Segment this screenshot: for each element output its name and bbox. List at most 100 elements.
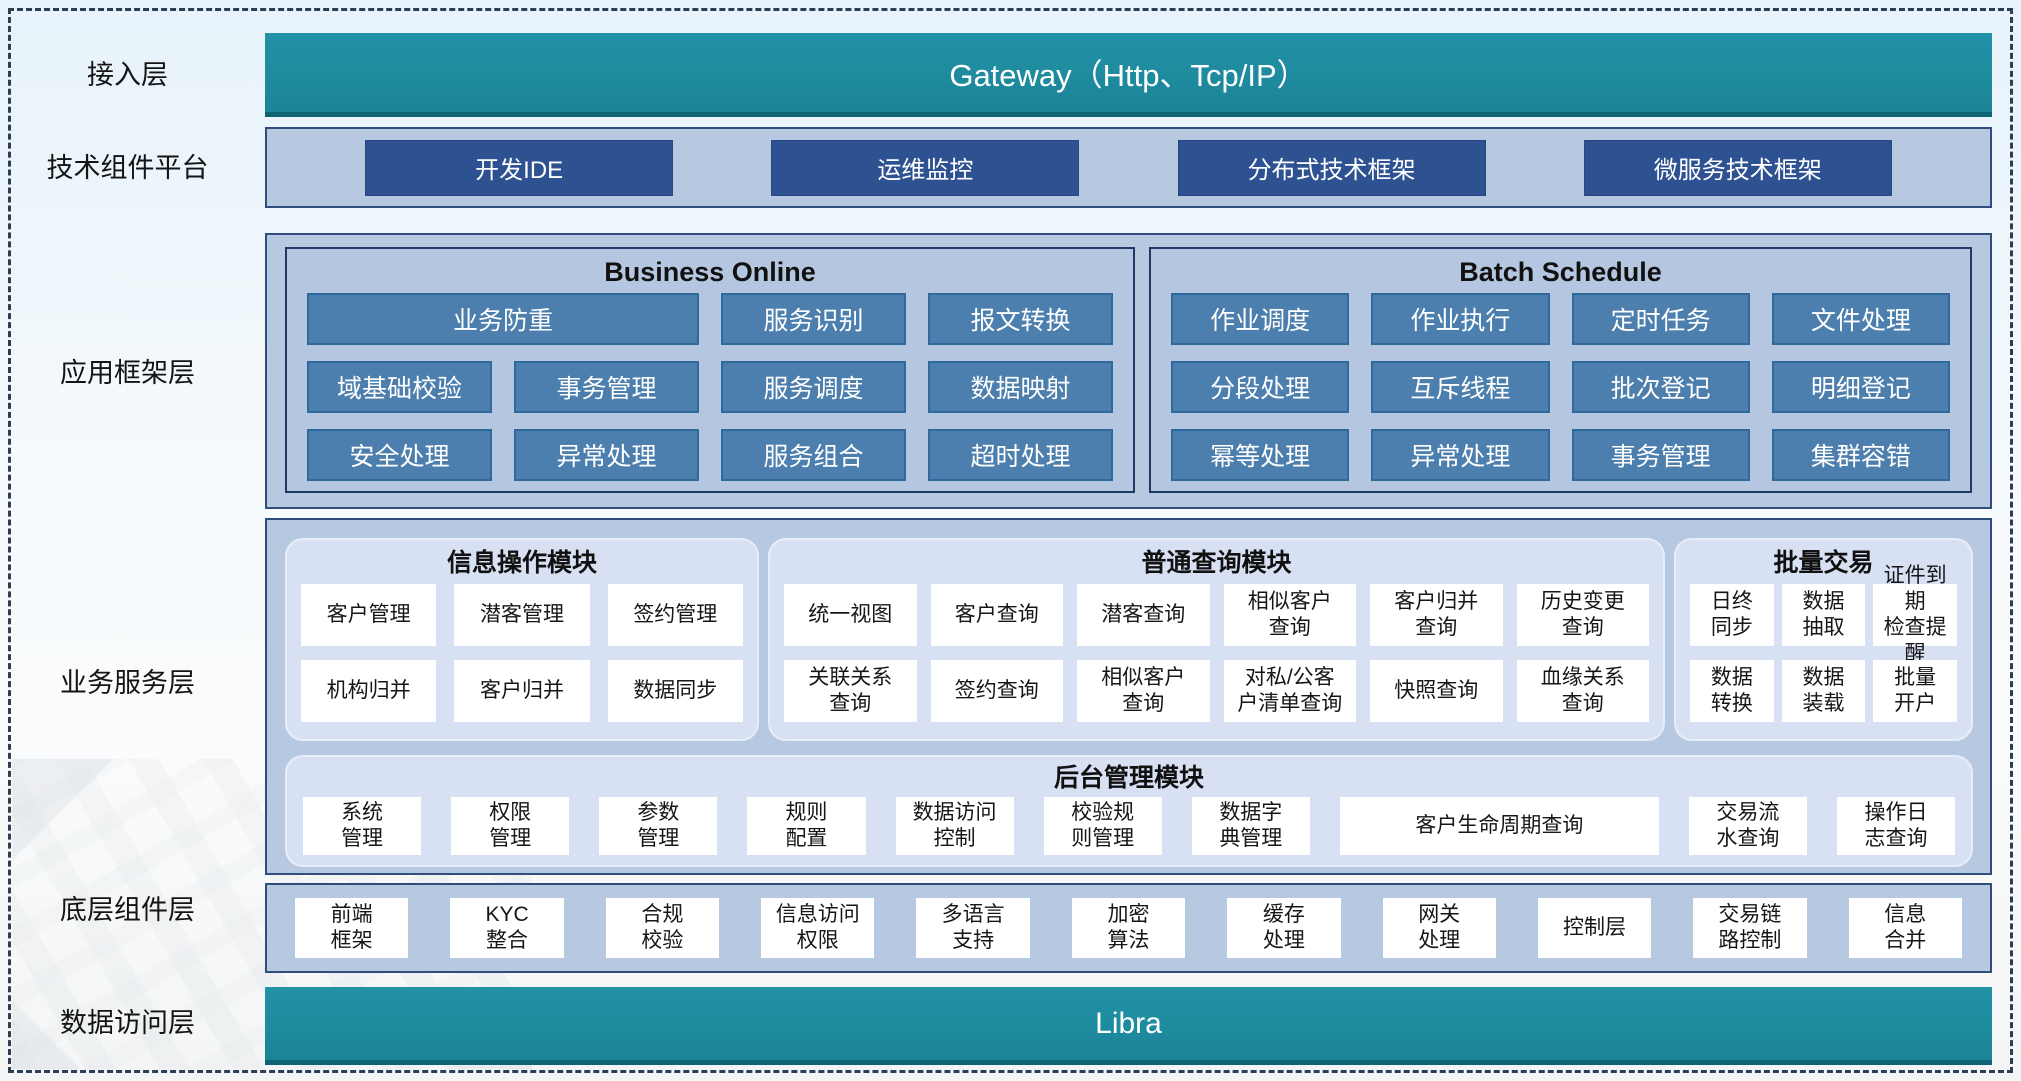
layer-label-access: 接入层: [87, 60, 168, 90]
admin-item-box: 交易流 水查询: [1688, 797, 1807, 855]
service-item-box: 机构归并: [301, 660, 437, 722]
service-module-row: 信息操作模块 客户管理潜客管理签约管理机构归并客户归并数据同步 普通查询模块 统…: [285, 538, 1973, 741]
framework-feature-box: 分段处理: [1171, 361, 1350, 413]
service-item-box: 潜客查询: [1077, 584, 1210, 646]
service-item-box: 快照查询: [1370, 660, 1503, 722]
service-item-box: 相似客户 查询: [1077, 660, 1210, 722]
base-component-box: KYC 整合: [450, 898, 564, 958]
app-framework-band: Business Online 业务防重服务识别报文转换域基础校验事务管理服务调…: [265, 233, 1992, 509]
framework-feature-box: 事务管理: [514, 361, 699, 413]
admin-item-box: 客户生命周期查询: [1339, 797, 1659, 855]
service-item-box: 潜客管理: [454, 584, 590, 646]
layer-label-business-service: 业务服务层: [60, 668, 195, 698]
admin-module-card: 后台管理模块 系统 管理权限 管理参数 管理规则 配置数据访问 控制校验规 则管…: [285, 755, 1973, 867]
info-operation-module-card: 信息操作模块 客户管理潜客管理签约管理机构归并客户归并数据同步: [285, 538, 759, 741]
framework-feature-box: 异常处理: [1371, 429, 1550, 481]
base-component-box: 交易链 路控制: [1693, 898, 1807, 958]
framework-feature-box: 定时任务: [1571, 293, 1750, 345]
framework-feature-box: 异常处理: [514, 429, 699, 481]
admin-item-box: 数据字 典管理: [1191, 797, 1310, 855]
framework-feature-box: 服务组合: [721, 429, 906, 481]
tech-component-box: 运维监控: [771, 139, 1080, 196]
service-item-box: 相似客户 查询: [1223, 584, 1356, 646]
framework-feature-box: 作业执行: [1371, 293, 1550, 345]
service-item-box: 统一视图: [784, 584, 917, 646]
framework-feature-box: 数据映射: [928, 361, 1113, 413]
business-service-band: 信息操作模块 客户管理潜客管理签约管理机构归并客户归并数据同步 普通查询模块 统…: [265, 518, 1992, 875]
tech-component-box: 开发IDE: [365, 139, 674, 196]
libra-title: Libra: [1095, 1006, 1162, 1040]
layer-label-base-components: 底层组件层: [60, 895, 195, 925]
admin-item-box: 参数 管理: [599, 797, 718, 855]
base-component-box: 信息访问 权限: [761, 898, 875, 958]
service-item-box: 数据 抽取: [1781, 584, 1866, 646]
base-component-box: 加密 算法: [1071, 898, 1186, 958]
service-item-box: 客户管理: [301, 584, 437, 646]
admin-item-box: 操作日 志查询: [1836, 797, 1956, 855]
service-item-box: 历史变更 查询: [1516, 584, 1649, 646]
framework-feature-box: 报文转换: [928, 293, 1113, 345]
base-component-box: 网关 处理: [1382, 898, 1496, 958]
framework-feature-box: 集群容错: [1771, 429, 1950, 481]
common-query-module-card: 普通查询模块 统一视图客户查询潜客查询相似客户 查询客户归并 查询历史变更 查询…: [768, 538, 1665, 741]
framework-feature-box: 业务防重: [307, 293, 699, 345]
service-item-box: 签约查询: [930, 660, 1063, 722]
framework-feature-box: 幂等处理: [1171, 429, 1350, 481]
base-component-box: 前端 框架: [295, 898, 409, 958]
info-operation-grid: 客户管理潜客管理签约管理机构归并客户归并数据同步: [301, 584, 743, 722]
batch-schedule-title: Batch Schedule: [1459, 257, 1662, 287]
service-item-box: 数据 装载: [1781, 660, 1866, 722]
batch-transaction-grid: 日终 同步数据 抽取证件到期 检查提醒数据 转换数据 装载批量 开户: [1690, 564, 1957, 722]
service-item-box: 证件到期 检查提醒: [1873, 564, 1957, 665]
tech-component-box: 微服务技术框架: [1583, 139, 1892, 196]
framework-feature-box: 事务管理: [1571, 429, 1750, 481]
admin-item-box: 规则 配置: [747, 797, 866, 855]
admin-module-title: 后台管理模块: [1053, 764, 1204, 792]
service-item-box: 对私/公客 户清单查询: [1223, 660, 1356, 722]
service-item-box: 客户归并 查询: [1370, 584, 1503, 646]
admin-item-box: 权限 管理: [451, 797, 570, 855]
libra-bar: Libra: [265, 987, 1992, 1065]
common-query-grid: 统一视图客户查询潜客查询相似客户 查询客户归并 查询历史变更 查询关联关系 查询…: [784, 584, 1649, 722]
business-online-title: Business Online: [604, 257, 816, 287]
framework-feature-box: 互斥线程: [1371, 361, 1550, 413]
gateway-title: Gateway（Http、Tcp/IP）: [949, 58, 1308, 93]
batch-transaction-module-card: 批量交易 日终 同步数据 抽取证件到期 检查提醒数据 转换数据 装载批量 开户: [1674, 538, 1973, 741]
framework-feature-box: 文件处理: [1771, 293, 1950, 345]
framework-feature-box: 明细登记: [1771, 361, 1950, 413]
layer-label-data-access: 数据访问层: [60, 1008, 195, 1038]
gateway-bar: Gateway（Http、Tcp/IP）: [265, 33, 1992, 117]
info-operation-module-title: 信息操作模块: [446, 549, 597, 577]
framework-feature-box: 服务识别: [721, 293, 906, 345]
layer-label-app-framework: 应用框架层: [60, 358, 195, 388]
base-component-box: 信息 合并: [1848, 898, 1962, 958]
service-item-box: 客户查询: [930, 584, 1063, 646]
framework-feature-box: 服务调度: [721, 361, 906, 413]
framework-feature-box: 作业调度: [1171, 293, 1350, 345]
base-component-box: 缓存 处理: [1227, 898, 1341, 958]
batch-schedule-grid: 作业调度作业执行定时任务文件处理分段处理互斥线程批次登记明细登记幂等处理异常处理…: [1151, 293, 1970, 481]
business-online-grid: 业务防重服务识别报文转换域基础校验事务管理服务调度数据映射安全处理异常处理服务组…: [287, 293, 1133, 481]
service-item-box: 数据 转换: [1690, 660, 1774, 722]
admin-item-box: 校验规 则管理: [1043, 797, 1162, 855]
service-item-box: 日终 同步: [1690, 584, 1774, 646]
framework-feature-box: 安全处理: [307, 429, 492, 481]
batch-transaction-module-title: 批量交易: [1773, 549, 1874, 577]
framework-feature-box: 域基础校验: [307, 361, 492, 413]
service-item-box: 客户归并: [454, 660, 590, 722]
tech-platform-band: 开发IDE 运维监控 分布式技术框架 微服务技术框架: [265, 127, 1992, 208]
framework-feature-box: 批次登记: [1571, 361, 1750, 413]
tech-component-box: 分布式技术框架: [1177, 139, 1486, 196]
service-item-box: 血缘关系 查询: [1516, 660, 1649, 722]
layer-label-tech-platform: 技术组件平台: [46, 153, 209, 183]
admin-module-row: 系统 管理权限 管理参数 管理规则 配置数据访问 控制校验规 则管理数据字 典管…: [303, 797, 1956, 855]
admin-item-box: 数据访问 控制: [895, 797, 1014, 855]
service-item-box: 批量 开户: [1873, 660, 1957, 722]
service-item-box: 数据同步: [607, 660, 743, 722]
base-component-box: 合规 校验: [605, 898, 720, 958]
admin-item-box: 系统 管理: [303, 797, 422, 855]
business-online-panel: Business Online 业务防重服务识别报文转换域基础校验事务管理服务调…: [285, 247, 1135, 493]
